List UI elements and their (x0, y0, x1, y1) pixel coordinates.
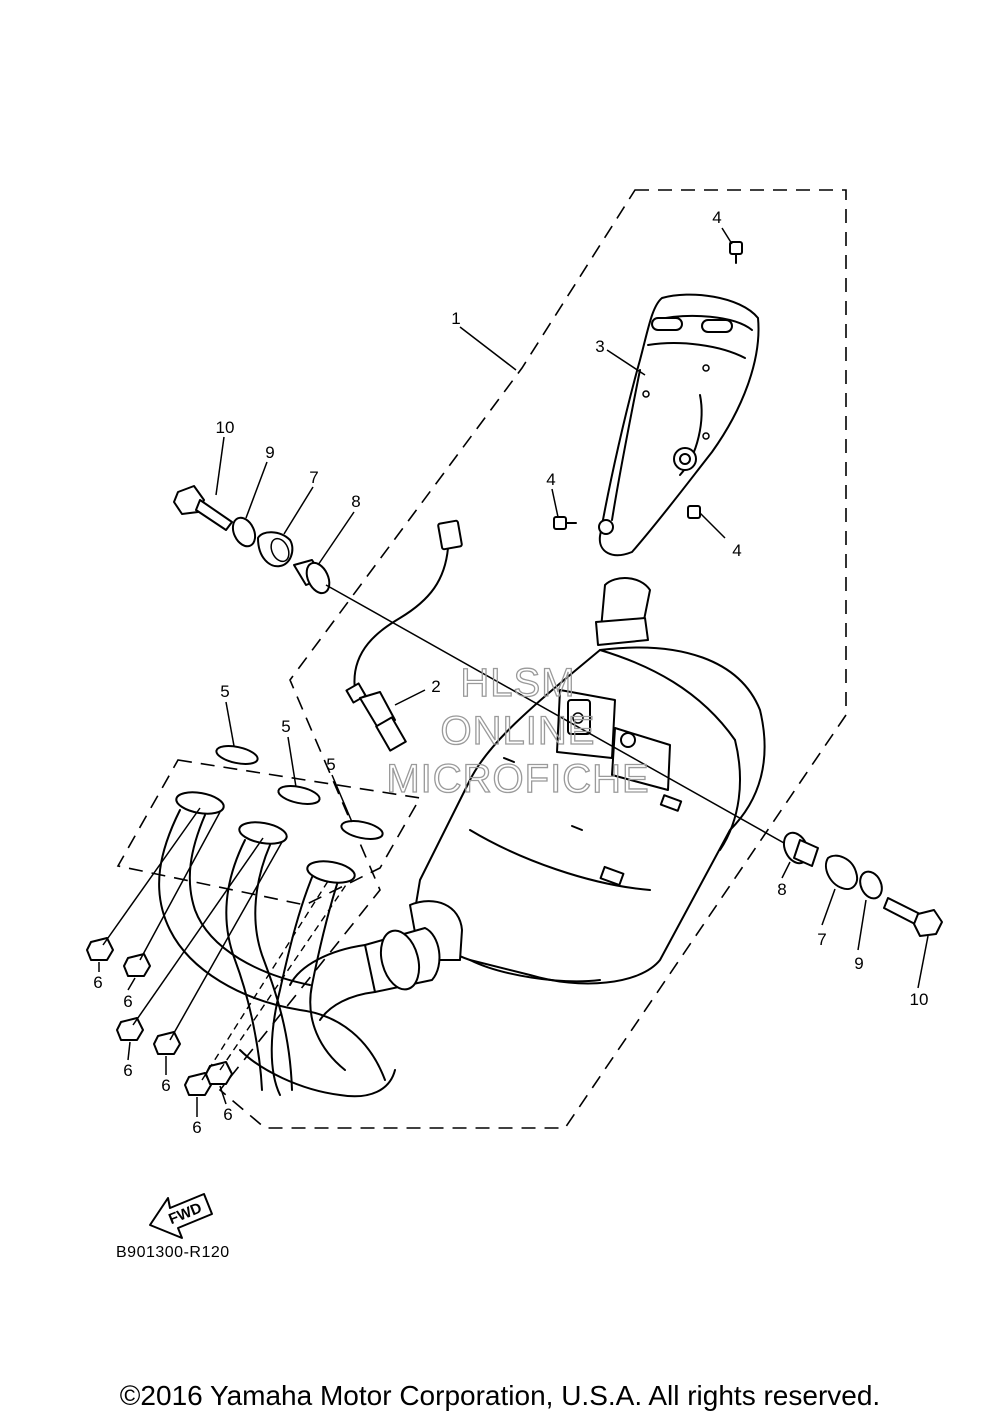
callout-part-9-left: 9 (265, 443, 274, 462)
gasket-3 (340, 820, 384, 840)
callout-part-3: 3 (595, 337, 604, 356)
damper-left (257, 531, 294, 568)
callout-part-10-left: 10 (216, 418, 235, 437)
callout-part-2: 2 (431, 677, 440, 696)
mount-bolt-right (883, 897, 943, 937)
callout-part-6-b: 6 (123, 992, 132, 1011)
mount-bolt-left (173, 485, 233, 531)
callout-part-5-b: 5 (281, 717, 290, 736)
washer-left (231, 516, 257, 548)
callout-part-8-left: 8 (351, 492, 360, 511)
callout-part-4-left: 4 (546, 470, 555, 489)
stud-lines (102, 807, 349, 1081)
leader-lines (98, 227, 929, 1117)
flange-nut-6 (205, 1061, 233, 1085)
callout-part-6-c: 6 (123, 1061, 132, 1080)
flange-nut-2 (123, 953, 151, 977)
heat-protector (598, 293, 760, 557)
callout-part-8-right: 8 (777, 880, 786, 899)
callout-part-6-f: 6 (223, 1105, 232, 1124)
assembly-boundary (218, 189, 847, 1129)
callout-part-5-c: 5 (326, 755, 335, 774)
callout-part-6-e: 6 (192, 1118, 201, 1137)
callout-part-7-right: 7 (817, 930, 826, 949)
washer-right (859, 870, 883, 900)
collar-right (782, 831, 819, 867)
callout-part-7-left: 7 (309, 468, 318, 487)
flange-nut-5 (184, 1072, 212, 1096)
protector-bolt-top (729, 241, 743, 264)
callout-part-4-top: 4 (712, 208, 721, 227)
watermark-line-1: HLSM (460, 661, 575, 705)
callout-part-6-d: 6 (161, 1076, 170, 1095)
mount-axis-line (325, 584, 801, 853)
callout-part-1: 1 (451, 309, 460, 328)
forward-arrow-icon: FWD (149, 1193, 213, 1239)
protector-bolt-right (687, 505, 701, 519)
callout-part-10-right: 10 (910, 990, 929, 1009)
callout-part-4-right: 4 (732, 541, 741, 560)
flange-nut-1 (86, 937, 114, 961)
damper-right (824, 854, 858, 890)
gasket-1 (215, 745, 259, 765)
exhaust-headers (158, 791, 441, 1098)
oxygen-sensor (345, 519, 463, 752)
flange-nut-3 (116, 1017, 144, 1041)
callout-part-6-a: 6 (93, 973, 102, 992)
copyright-notice: ©2016 Yamaha Motor Corporation, U.S.A. A… (119, 1380, 881, 1411)
watermark-line-2: ONLINE (441, 709, 596, 753)
diagram-code: B901300-R120 (116, 1244, 230, 1261)
callout-part-9-right: 9 (854, 954, 863, 973)
protector-bolt-left (553, 516, 577, 530)
callout-part-5-a: 5 (220, 682, 229, 701)
gasket-2 (277, 785, 321, 805)
collar-left (293, 559, 331, 595)
watermark-line-3: MICROFICHE (386, 757, 649, 801)
flange-nut-4 (153, 1031, 181, 1055)
